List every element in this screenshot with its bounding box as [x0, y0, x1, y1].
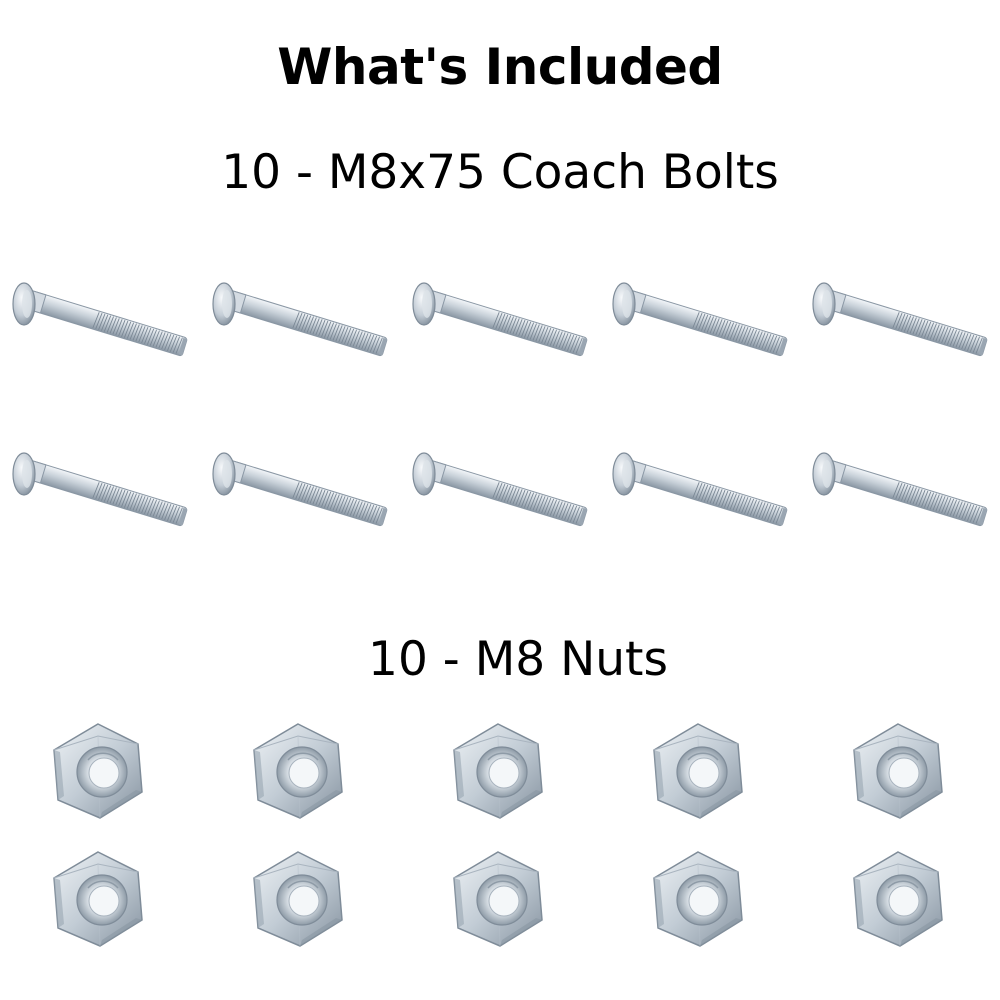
hex-nut-image	[48, 848, 148, 950]
hex-nut-image	[248, 848, 348, 950]
bolt-grid	[0, 268, 1000, 568]
coach-bolt-image	[2, 268, 192, 378]
coach-bolt-image	[802, 268, 992, 378]
nuts-section-label: 10 - M8 Nuts	[368, 632, 668, 687]
page-title: What's Included	[277, 38, 723, 96]
coach-bolt-image	[602, 438, 792, 548]
coach-bolt-image	[402, 268, 592, 378]
hex-nut-image	[448, 848, 548, 950]
hex-nut-image	[248, 720, 348, 822]
coach-bolt-image	[602, 268, 792, 378]
hex-nut-image	[648, 848, 748, 950]
coach-bolt-image	[202, 268, 392, 378]
coach-bolt-image	[402, 438, 592, 548]
hex-nut-image	[648, 720, 748, 822]
hex-nut-image	[848, 720, 948, 822]
hex-nut-image	[448, 720, 548, 822]
coach-bolt-image	[2, 438, 192, 548]
coach-bolt-image	[802, 438, 992, 548]
hex-nut-image	[848, 848, 948, 950]
nut-grid	[0, 720, 1000, 960]
hex-nut-image	[48, 720, 148, 822]
bolts-section-label: 10 - M8x75 Coach Bolts	[221, 145, 779, 200]
coach-bolt-image	[202, 438, 392, 548]
